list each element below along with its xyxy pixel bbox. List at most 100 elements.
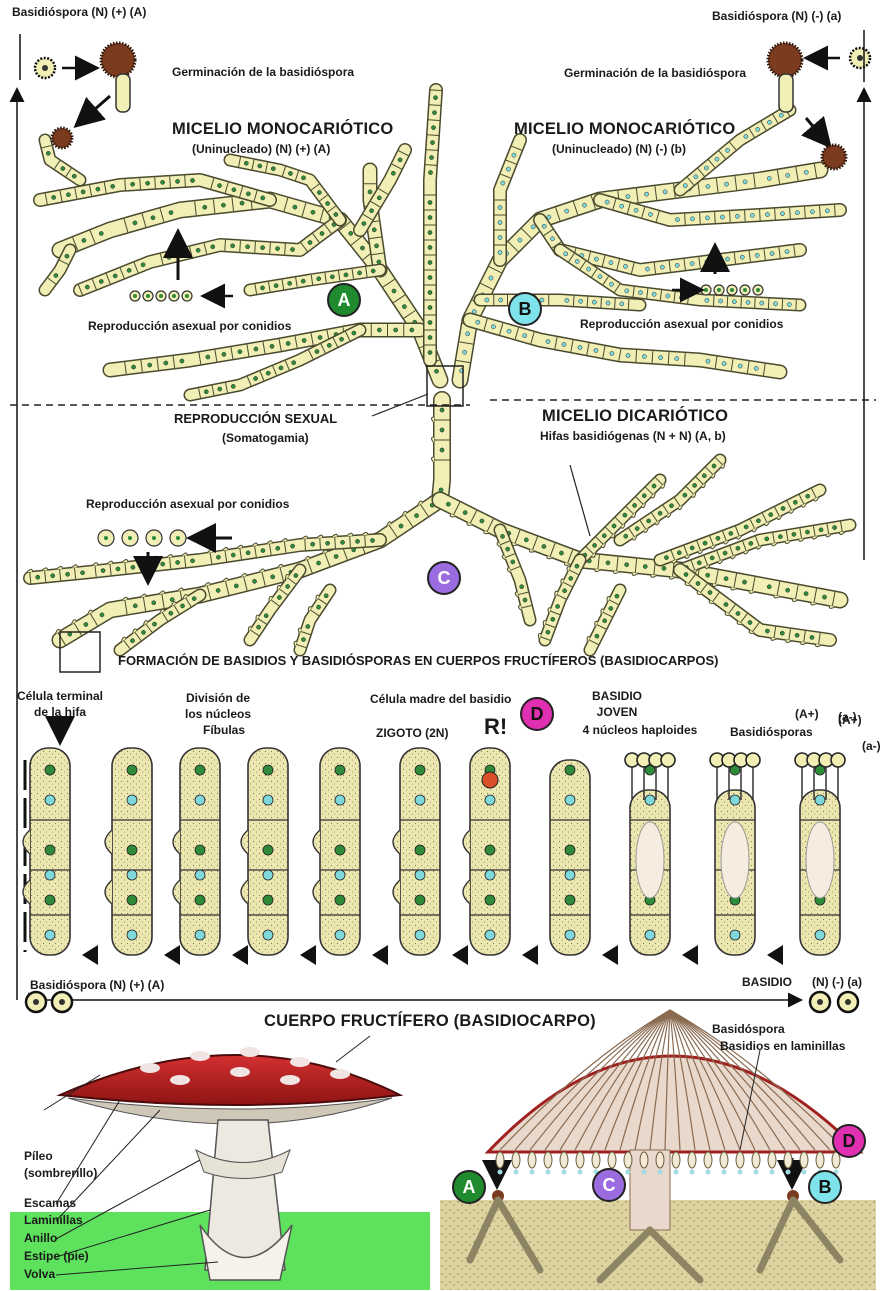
nucleus — [609, 606, 613, 610]
basidia-layer — [23, 728, 845, 965]
nucleus — [334, 212, 338, 216]
germ-tube-tr — [779, 74, 793, 112]
nucleus — [45, 845, 55, 855]
clamp — [173, 830, 180, 854]
nucleus — [702, 474, 706, 478]
section-basidium — [576, 1152, 584, 1168]
nucleus — [819, 528, 823, 532]
nucleus — [660, 265, 664, 269]
section-spore — [642, 1170, 647, 1175]
nucleus — [66, 193, 70, 197]
nucleus — [398, 158, 402, 162]
nucleus — [562, 342, 566, 346]
nucleus — [765, 537, 769, 541]
mother-cell-label: Célula madre del basidio — [370, 693, 511, 707]
nucleus — [815, 795, 825, 805]
nucleus — [254, 347, 258, 351]
nucleus — [500, 534, 504, 538]
nucleus — [196, 248, 200, 252]
a-minus-label-2: (a-) — [862, 740, 880, 754]
cap-scale — [290, 1057, 310, 1067]
nucleus — [431, 126, 435, 130]
section-basidium — [592, 1152, 600, 1168]
nucleus — [327, 343, 331, 347]
nucleus — [440, 408, 444, 412]
nucleus — [266, 371, 270, 375]
fruit-title-leader — [336, 1036, 370, 1062]
nucleus — [498, 235, 502, 239]
conidium-nucleus — [152, 536, 156, 540]
nucleus — [696, 581, 700, 585]
nucleus — [352, 331, 356, 335]
nucleus — [428, 200, 432, 204]
nucleus — [664, 555, 668, 559]
sexual-reproduction-title: REPRODUCCIÓN SEXUAL — [174, 412, 337, 427]
germ-tube-tl — [116, 74, 130, 112]
nucleus — [780, 211, 784, 215]
nucleus — [542, 224, 546, 228]
nucleus — [623, 264, 627, 268]
a-plus-label-1: (A+) — [795, 708, 819, 722]
section-basidium — [704, 1152, 712, 1168]
clamp — [313, 830, 320, 854]
nucleus — [612, 524, 616, 528]
nucleus — [730, 930, 740, 940]
nucleus — [786, 173, 790, 177]
nucleus — [415, 930, 425, 940]
nucleus — [643, 564, 647, 568]
nucleus — [690, 217, 694, 221]
nucleus — [54, 273, 58, 277]
nucleus — [565, 765, 575, 775]
nucleus — [216, 588, 220, 592]
section-spore — [690, 1170, 695, 1175]
nucleus — [725, 148, 729, 152]
conidium-nucleus — [172, 294, 176, 298]
cell-wall — [155, 177, 156, 188]
nucleus — [301, 279, 305, 283]
stage-triangle — [452, 945, 468, 965]
nucleus — [744, 134, 748, 138]
nucleus — [127, 930, 137, 940]
basidium-stage-1 — [23, 748, 70, 955]
brown-spore — [822, 145, 846, 169]
nucleus — [428, 215, 432, 219]
conidium-nucleus — [104, 536, 108, 540]
clamp-connection — [317, 535, 323, 538]
nucleus — [694, 175, 698, 179]
nucleus — [274, 284, 278, 288]
nucleus — [675, 217, 679, 221]
nucleus — [770, 251, 774, 255]
clamp — [105, 830, 112, 854]
nucleus — [369, 209, 373, 213]
nucleus — [735, 214, 739, 218]
spore-top-left — [35, 58, 55, 78]
nucleus — [316, 605, 320, 609]
young-basidium-label-2: JOVEN — [597, 706, 638, 720]
nucleus — [705, 298, 709, 302]
section-basidium — [544, 1152, 552, 1168]
nucleus — [793, 500, 797, 504]
nucleus — [316, 561, 320, 565]
nucleus — [765, 629, 769, 633]
r-mark: R! — [484, 714, 507, 739]
nucleus — [750, 213, 754, 217]
nucleus — [180, 359, 184, 363]
nucleus — [175, 179, 179, 183]
cell-wall — [305, 539, 306, 550]
nucleus — [507, 329, 511, 333]
nucleus — [512, 153, 516, 157]
section-basidium — [720, 1152, 728, 1168]
nucleus — [252, 579, 256, 583]
nucleus — [565, 870, 575, 880]
nucleus — [706, 573, 710, 577]
nucleus — [308, 240, 312, 244]
nucleus — [767, 176, 771, 180]
nucleus — [195, 870, 205, 880]
nucleus — [609, 261, 613, 265]
conidium-nucleus — [133, 294, 137, 298]
cell-wall — [820, 206, 821, 217]
cell-wall — [365, 535, 366, 546]
badge-c-middle: C — [427, 561, 461, 595]
clamp — [393, 830, 400, 854]
fibulas-label: Fíbulas — [203, 724, 245, 738]
